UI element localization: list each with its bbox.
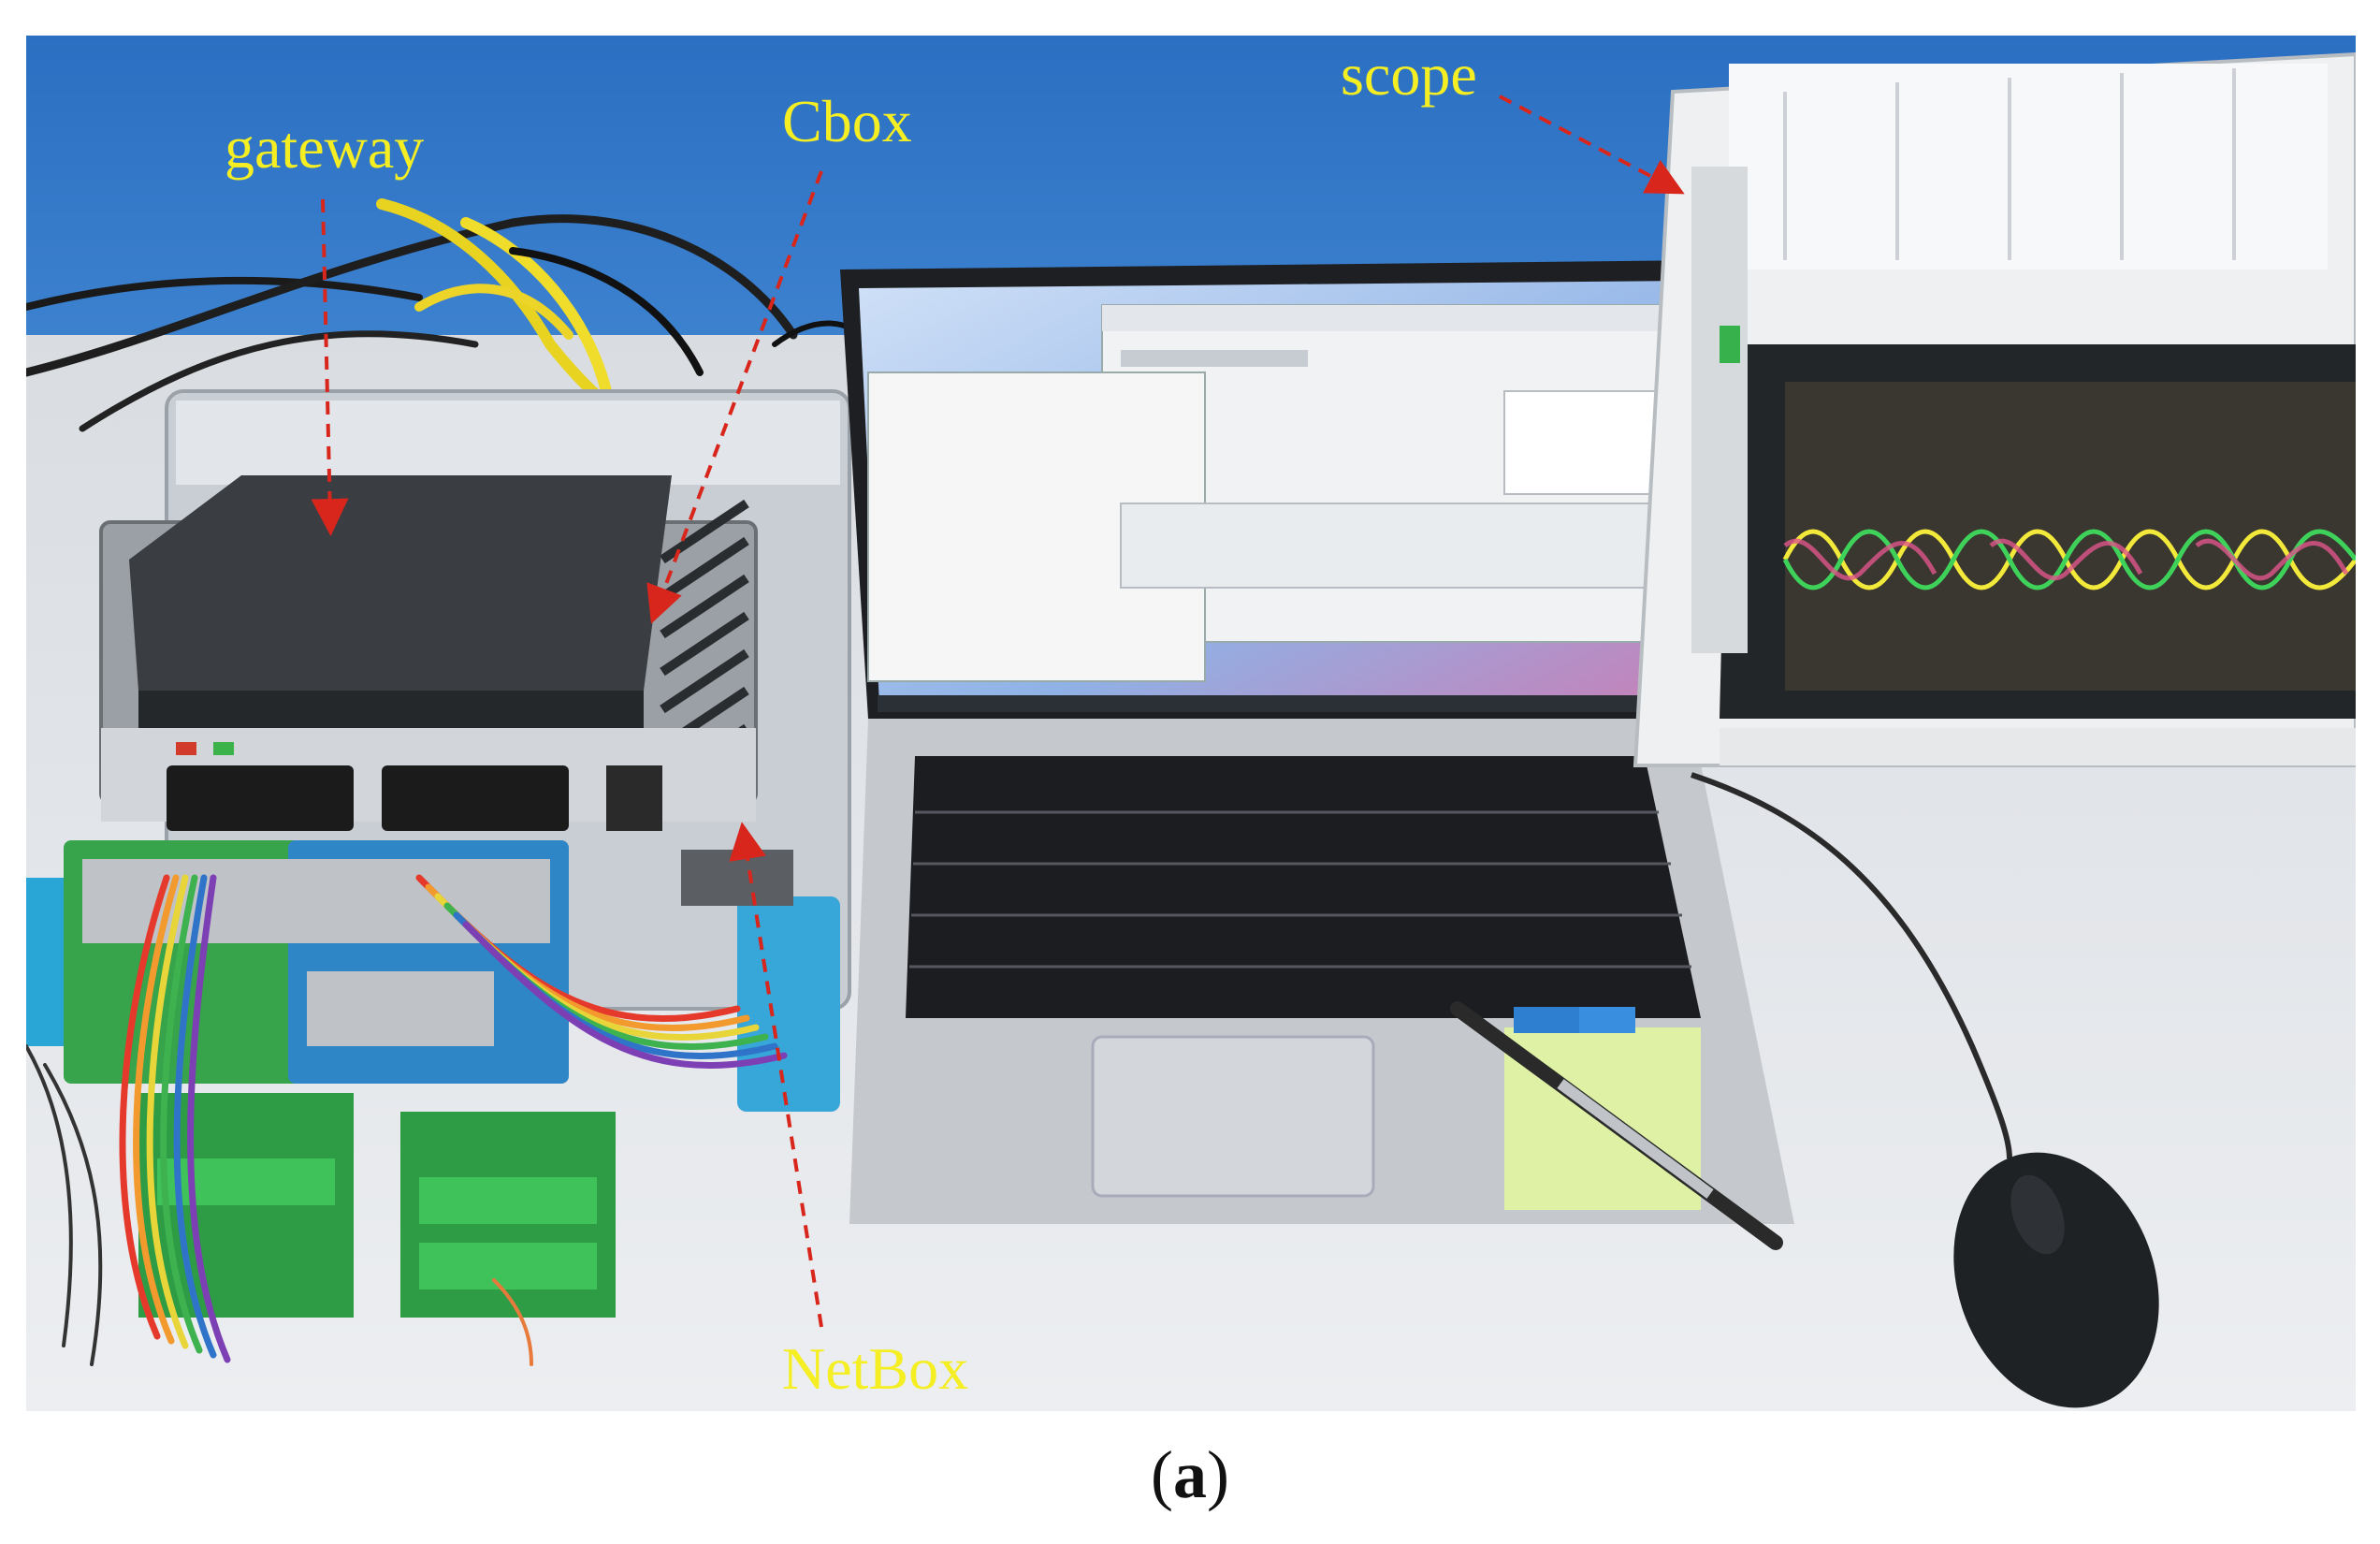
mouse bbox=[1691, 772, 2159, 1408]
gateway-device bbox=[129, 475, 672, 728]
lab-photo: gateway Cbox scope NetBox bbox=[26, 36, 2356, 1411]
caption-letter: a bbox=[1173, 1437, 1207, 1512]
label-gateway: gateway bbox=[225, 114, 425, 181]
label-scope: scope bbox=[1341, 41, 1477, 108]
rainbow-ribbon-cables bbox=[26, 874, 788, 1366]
caption-open: ( bbox=[1151, 1437, 1173, 1512]
gateway-arrow bbox=[311, 198, 349, 536]
oscilloscope bbox=[1633, 51, 2356, 767]
figure-caption: (a) bbox=[0, 1436, 2380, 1514]
label-netbox: NetBox bbox=[782, 1335, 969, 1402]
label-cbox: Cbox bbox=[782, 88, 912, 154]
pen bbox=[1450, 1001, 1783, 1250]
scope-arrow bbox=[1499, 95, 1685, 195]
laptop-touchpad bbox=[1091, 1035, 1375, 1198]
lab-scene bbox=[26, 36, 2356, 1411]
caption-close: ) bbox=[1207, 1437, 1229, 1512]
laptop-keyboard bbox=[906, 756, 1701, 1018]
cbox-arrow bbox=[646, 170, 823, 624]
netbox-arrow bbox=[729, 822, 823, 1328]
label-arrows bbox=[311, 95, 1685, 1328]
